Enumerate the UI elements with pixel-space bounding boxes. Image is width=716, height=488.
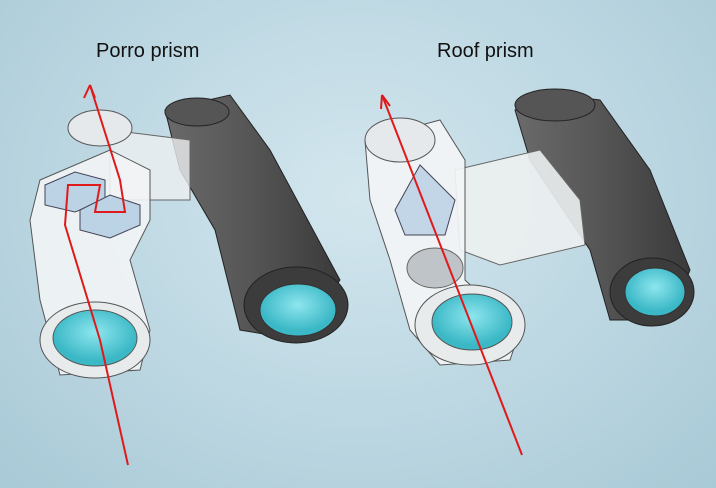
porro-left-lens: [52, 309, 138, 367]
porro-light-barrel: [29, 109, 151, 379]
roof-prism: [394, 164, 456, 236]
roof-right-lens: [624, 267, 686, 317]
roof-light-barrel: [364, 117, 526, 366]
roof-left-lens: [431, 293, 513, 351]
porro-right-lens: [259, 283, 337, 337]
roof-prism-label: Roof prism: [437, 40, 534, 62]
roof-dark-barrel: [514, 88, 695, 327]
roof-light-ray: [381, 94, 523, 456]
porro-prism-label: Porro prism: [96, 40, 200, 62]
porro-dark-barrel: [164, 94, 349, 344]
porro-light-ray: [63, 84, 129, 466]
